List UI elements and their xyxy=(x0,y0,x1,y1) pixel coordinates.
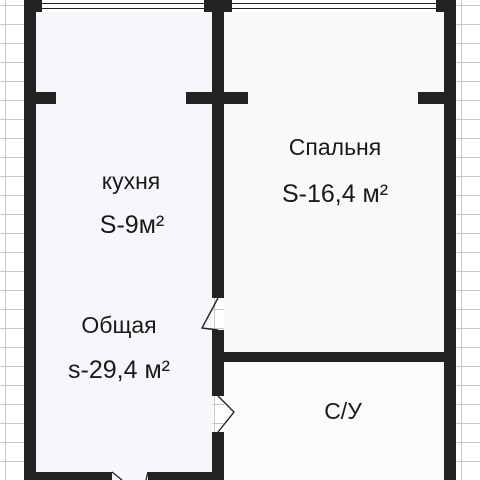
entrance-door-swing xyxy=(111,471,149,480)
bedroom-door-swing xyxy=(200,297,219,331)
left-exterior-wall xyxy=(24,0,36,480)
bottom-wall-left xyxy=(24,472,112,480)
total-area-label: s-29,4 м² xyxy=(68,356,170,384)
bathroom-door-swing xyxy=(217,395,235,433)
bedroom-area-label: S-16,4 м² xyxy=(281,180,389,208)
kitchen-window xyxy=(40,0,206,12)
bedroom-label: Спальня xyxy=(288,134,382,160)
bottom-wall-right xyxy=(148,472,224,480)
bathroom-area-fill xyxy=(224,362,444,480)
top-wall-right xyxy=(438,0,456,12)
bedroom-window xyxy=(230,0,438,12)
partition-wall-middle xyxy=(212,330,224,396)
right-wall-stub xyxy=(418,92,444,104)
left-wall-stub xyxy=(36,92,56,104)
bathroom-divider-wall xyxy=(212,352,456,362)
kitchen-area-label: S-9м² xyxy=(99,211,165,239)
bedroom-area-fill xyxy=(224,12,444,352)
kitchen-area-fill xyxy=(36,12,212,480)
bathroom-label: С/У xyxy=(324,398,362,424)
total-area-title: Общая xyxy=(81,312,157,338)
partition-wall-upper xyxy=(212,0,224,298)
kitchen-label: кухня xyxy=(101,168,161,194)
partition-wall-lower xyxy=(212,432,224,480)
top-wall-left xyxy=(24,0,40,12)
